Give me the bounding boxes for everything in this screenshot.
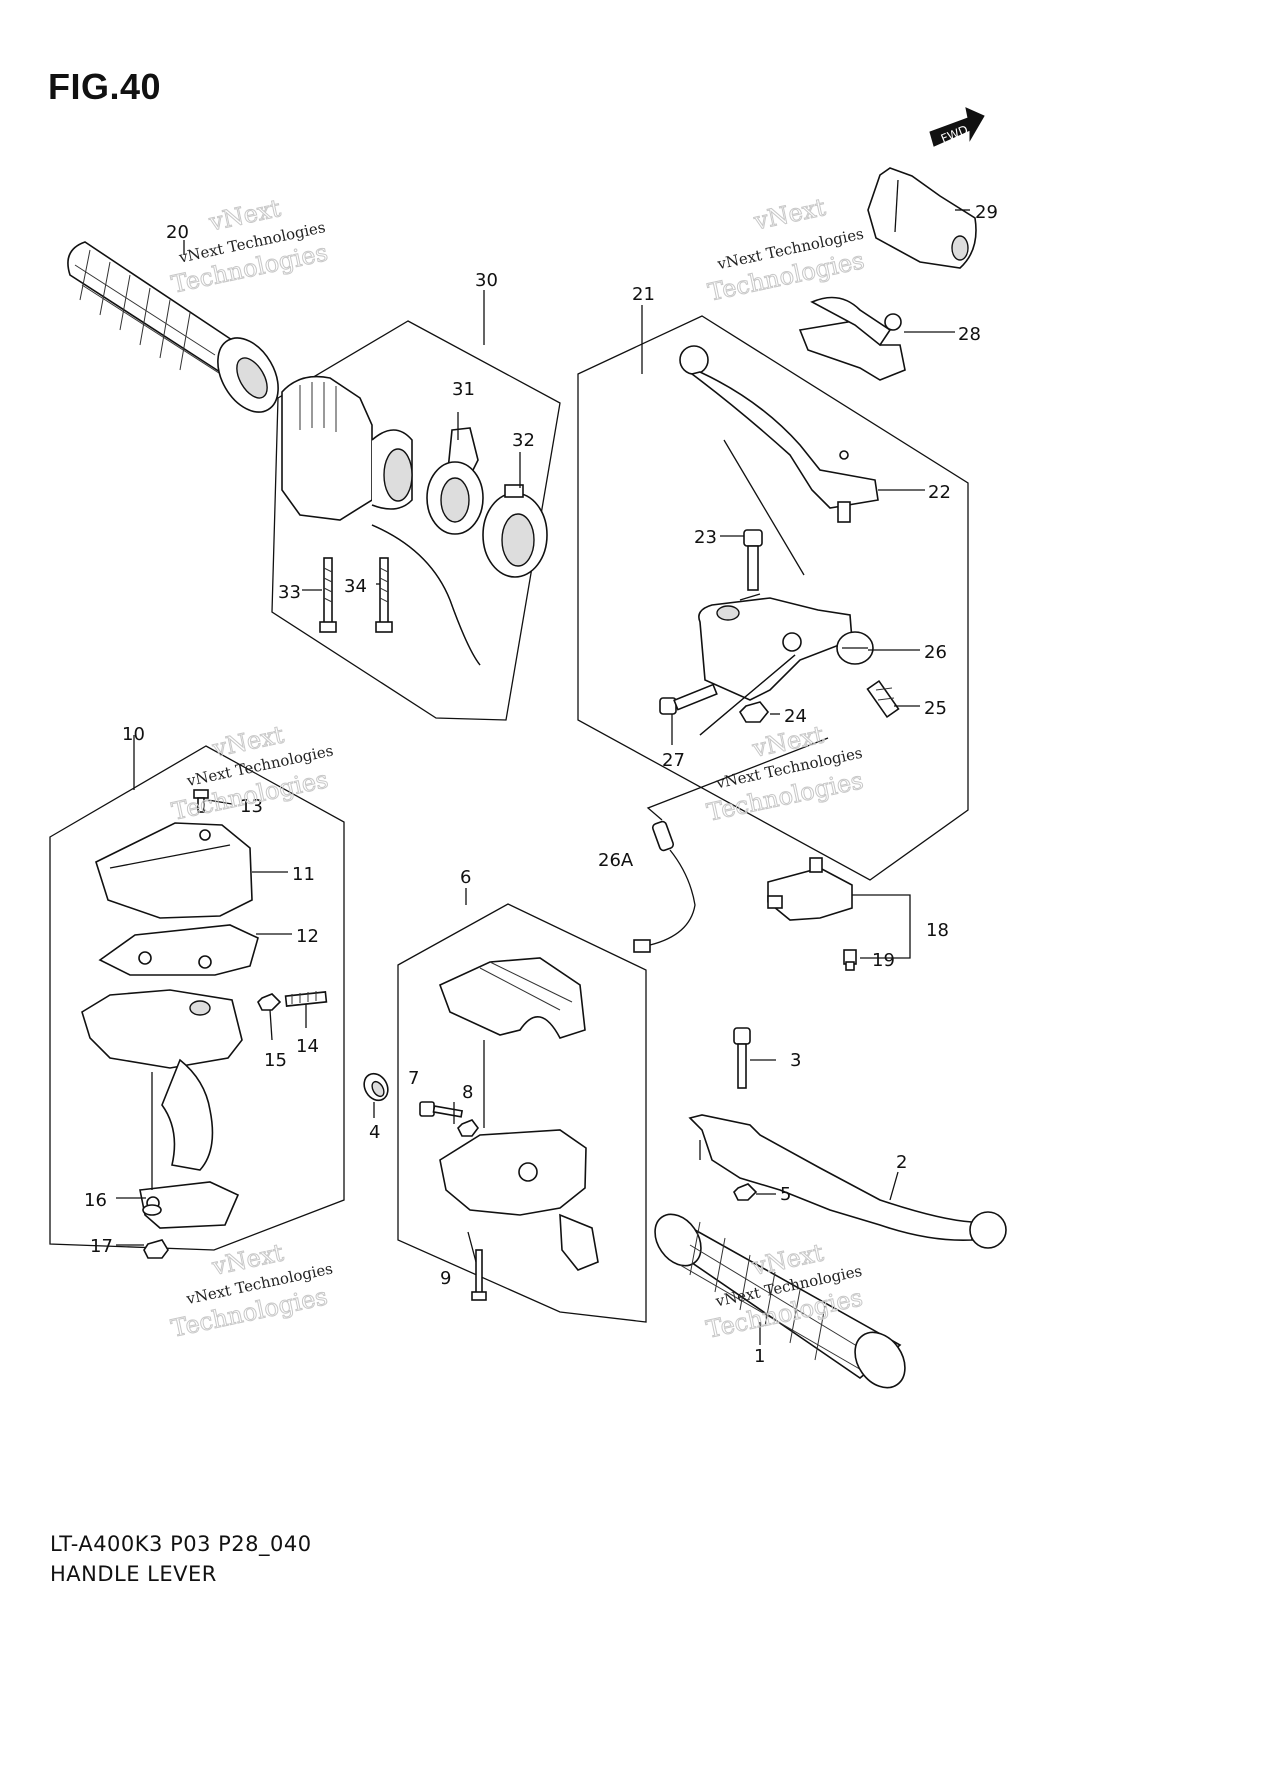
part-26a-brake-switch (633, 820, 696, 953)
part-23-pivot-bolt (743, 529, 763, 591)
watermark-top-right: vNext vNext Technologies Technologies (705, 193, 867, 308)
part-27-bolt (659, 683, 718, 715)
callout-5: 5 (780, 1184, 791, 1205)
part-15-nut (257, 993, 282, 1011)
callout-34: 34 (344, 576, 367, 597)
part-14-bolt (284, 991, 328, 1007)
part-4-collar (363, 1072, 389, 1102)
part-6-upper-case (438, 957, 586, 1039)
group-outline-10 (49, 745, 345, 1251)
watermark-vnext: vNext (751, 193, 829, 236)
callout-20: 20 (166, 222, 189, 243)
callout-13: 13 (240, 796, 263, 817)
part-19-screw (843, 949, 857, 971)
callout-9: 9 (440, 1268, 451, 1289)
callout-18: 18 (926, 920, 949, 941)
part-9-screw (471, 1249, 487, 1301)
part-33-screw (319, 557, 337, 633)
part-7-screw (419, 1101, 464, 1118)
part-24-nut (738, 701, 770, 723)
callout-2: 2 (896, 1152, 907, 1173)
callout-19: 19 (872, 950, 895, 971)
watermark-mid-right: vNext vNext Technologies Technologies (704, 720, 866, 827)
callout-26a: 26A (598, 850, 634, 871)
part-12-gasket (98, 924, 259, 976)
group-outline-6 (397, 903, 647, 1323)
part-26-cap (836, 631, 874, 665)
callout-31: 31 (452, 379, 475, 400)
callout-29: 29 (975, 202, 998, 223)
part-34-screw (375, 557, 393, 633)
part-22-front-brake-lever (679, 345, 879, 523)
fwd-arrow-icon: FWD (929, 107, 985, 147)
model-code-caption: LT-A400K3 P03 P28_040 (50, 1532, 312, 1556)
callout-33: 33 (278, 582, 301, 603)
part-18-switch (767, 857, 853, 921)
part-2-clutch-lever (688, 1114, 1007, 1249)
part-28-bracket (798, 296, 906, 381)
callout-4: 4 (369, 1122, 380, 1143)
part-1-right-grip (654, 1213, 906, 1389)
callout-3: 3 (790, 1050, 801, 1071)
callout-11: 11 (292, 864, 315, 885)
part-16-washer (142, 1204, 162, 1216)
callout-23: 23 (694, 527, 717, 548)
part-11-cover (95, 822, 253, 919)
part-32-clamp-ring (482, 484, 548, 578)
callout-32: 32 (512, 430, 535, 451)
part-6-lower-case (439, 1129, 599, 1271)
watermark-bottom-left: vNext vNext Technologies Technologies (168, 1238, 334, 1343)
callout-22: 22 (928, 482, 951, 503)
callout-26: 26 (924, 642, 947, 663)
part-20-left-grip (67, 241, 279, 413)
callout-21: 21 (632, 284, 655, 305)
callout-17: 17 (90, 1236, 113, 1257)
part-30-switch-housing (281, 375, 481, 666)
callout-25: 25 (924, 698, 947, 719)
callout-24: 24 (784, 706, 807, 727)
part-3-pivot-bolt (733, 1027, 751, 1089)
callout-1: 1 (754, 1346, 765, 1367)
part-8-nut (457, 1119, 479, 1137)
part-21-lever-holder (698, 597, 853, 736)
part-10-throttle-case (81, 989, 243, 1229)
part-25-screw (866, 679, 900, 719)
figure-title: FIG.40 (48, 66, 162, 107)
group-outline-21 (577, 315, 969, 881)
leader-lines (116, 209, 970, 1345)
fwd-label: FWD (939, 123, 970, 146)
callout-8: 8 (462, 1082, 473, 1103)
part-29-cover (867, 167, 977, 269)
callout-28: 28 (958, 324, 981, 345)
group-outline-30 (271, 320, 561, 721)
part-31-switch-lever (426, 427, 484, 535)
callout-27: 27 (662, 750, 685, 771)
callout-labels: 20 30 31 32 33 34 29 28 21 22 23 24 25 2… (84, 202, 998, 1367)
section-name-caption: HANDLE LEVER (50, 1562, 217, 1586)
callout-16: 16 (84, 1190, 107, 1211)
part-13-screw (193, 789, 209, 813)
callout-12: 12 (296, 926, 319, 947)
callout-15: 15 (264, 1050, 287, 1071)
callout-6: 6 (460, 867, 471, 888)
callout-10: 10 (122, 724, 145, 745)
callout-14: 14 (296, 1036, 319, 1057)
watermark-mid-left: vNext vNext Technologies Technologies (169, 720, 335, 826)
part-5-nut (733, 1183, 758, 1201)
callout-30: 30 (475, 270, 498, 291)
part-17-bolt (143, 1239, 169, 1259)
callout-7: 7 (408, 1068, 419, 1089)
